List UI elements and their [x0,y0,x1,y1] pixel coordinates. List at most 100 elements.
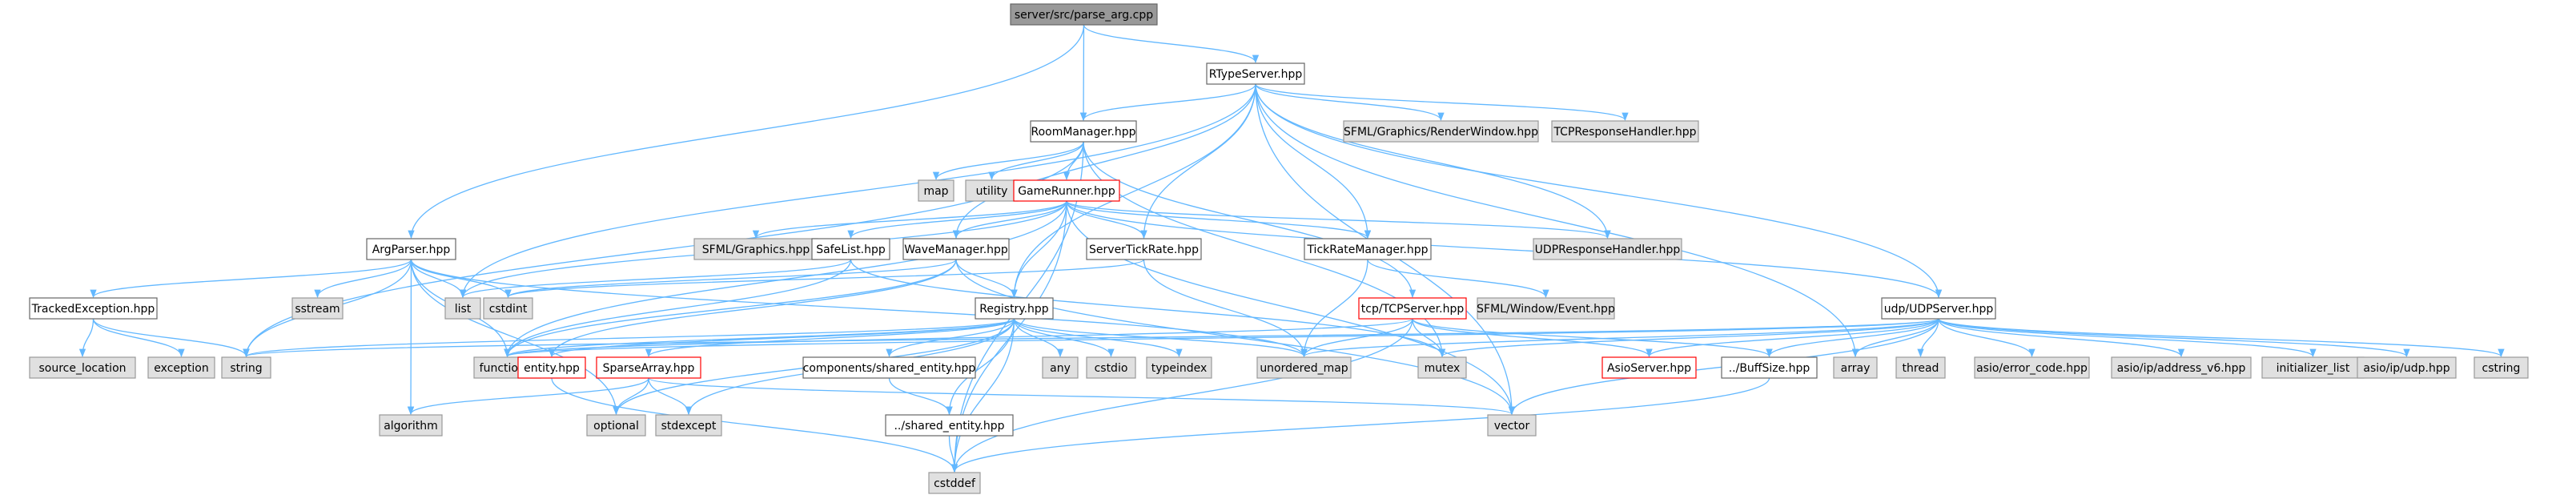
node-box [1551,120,1699,143]
node-list: list [444,297,481,320]
node-box [1833,356,1878,379]
edge-rtypeserver-to-udpresp [1255,83,1611,239]
edge-parse_arg-to-rtypeserver [1083,24,1260,64]
edge-safelist-to-list [460,259,852,299]
node-box [1042,356,1079,379]
node-label: asio/error_code.hpp [1976,362,2088,375]
node-box [586,414,646,437]
node-label: TCPResponseHandler.hpp [1553,126,1696,139]
edge-rtypeserver-to-registry [1011,83,1256,299]
edge-trackedexc-to-exception [92,318,185,358]
node-label: initializer_list [2277,362,2350,375]
node-rtypeserver[interactable]: RTypeServer.hpp [1206,62,1305,85]
node-parse-arg[interactable]: server/src/parse_arg.cpp [1010,3,1158,26]
edge-sparsearray-to-optional [613,377,649,416]
node-stdexcept: stdexcept [655,414,722,437]
edge-udpserver-to-array [1851,318,1939,358]
node-box [1146,356,1212,379]
edge-sparsearray-to-algorithm [407,377,649,416]
edge-registry-to-sparsearray [645,318,1015,358]
node-thread: thread [1895,356,1946,379]
node-box [29,356,136,379]
edge-argparser-to-optional [410,259,620,416]
node-sfml-graphics: SFML/Graphics.hpp [693,238,818,260]
node-optional: optional [586,414,646,437]
edge-argparser-to-algorithm [407,259,415,416]
node-wavemanager[interactable]: WaveManager.hpp [902,238,1010,260]
node-label: vector [1494,420,1530,433]
edge-registry-to-any [1013,318,1064,358]
node-registry[interactable]: Registry.hpp [975,297,1054,320]
edge-buffsize-to-cstddef [951,377,1770,473]
node-roommanager[interactable]: RoomManager.hpp [1030,120,1137,143]
node-sfml-rw: SFML/Graphics/RenderWindow.hpp [1343,120,1539,143]
node-label: RoomManager.hpp [1031,126,1135,139]
node-udpserver[interactable]: udp/UDPServer.hpp [1881,297,1996,320]
edge-wavemanager-to-registry [955,259,1018,299]
node-sparsearray[interactable]: SparseArray.hpp [596,356,701,379]
node-buffsize[interactable]: ../BuffSize.hpp [1721,356,1818,379]
node-gamerunner[interactable]: GameRunner.hpp [1013,179,1120,202]
node-asioserver[interactable]: AsioServer.hpp [1601,356,1697,379]
node-servertickrate[interactable]: ServerTickRate.hpp [1086,238,1202,260]
node-tickratemanager[interactable]: TickRateManager.hpp [1304,238,1432,260]
node-label: asio/ip/udp.hpp [2363,362,2449,375]
node-safelist[interactable]: SafeList.hpp [811,238,890,260]
node-unordered-map: unordered_map [1256,356,1352,379]
node-label: source_location [38,362,126,375]
node-argparser[interactable]: ArgParser.hpp [366,238,456,260]
edge-gamerunner-to-tickratemanager [1066,200,1372,239]
edge-gamerunner-to-wavemanager [952,200,1067,239]
node-entity[interactable]: entity.hpp [517,356,586,379]
node-label: exception [154,362,208,375]
node-shared-entity[interactable]: ../shared_entity.hpp [885,414,1014,437]
edge-wavemanager-to-entity [548,259,957,358]
node-box [596,356,701,379]
edge-roommanager-to-tcpserver [1083,141,1417,299]
edge-trackedexc-to-source_location [78,318,94,358]
node-box [902,238,1010,260]
node-box [965,179,1019,202]
node-box [928,472,981,494]
node-typeindex: typeindex [1146,356,1212,379]
node-asio-addr: asio/ip/address_v6.hpp [2111,356,2252,379]
edge-udpserver-to-asio_error [1938,318,2035,358]
node-box [1417,356,1467,379]
edge-safelist-to-functional [504,259,852,358]
edge-wavemanager-to-vector [955,259,1516,416]
edge-gamerunner-to-registry [1011,200,1067,299]
edge-wavemanager-to-cstdint [504,259,957,299]
node-box [2111,356,2252,379]
node-label: tcp/TCPServer.hpp [1361,303,1465,316]
node-box [1895,356,1946,379]
edge-argparser-to-sstream [314,259,412,299]
node-box [1013,179,1120,202]
node-label: unordered_map [1260,362,1348,375]
node-label: SafeList.hpp [816,243,886,256]
node-label: typeindex [1151,362,1208,375]
node-trackedexc[interactable]: TrackedException.hpp [29,297,158,320]
edge-entity-to-cstddef [551,377,958,473]
node-label: ArgParser.hpp [372,243,451,256]
edge-udpserver-to-unordered_map [1300,318,1939,358]
node-box [444,297,481,320]
node-tcpresp: TCPResponseHandler.hpp [1551,120,1699,143]
edge-wavemanager-to-functional [504,259,957,358]
node-label: optional [593,420,639,433]
edge-sparsearray-to-vector [648,377,1515,416]
node-box [221,356,271,379]
edge-comp_shared-to-shared_entity [888,377,953,416]
edges-layer [78,24,2505,473]
node-comp-shared[interactable]: components/shared_entity.hpp [802,356,976,379]
node-box [29,297,158,320]
node-label: sstream [295,303,340,316]
node-box [918,179,954,202]
node-box [693,238,818,260]
edge-trackedexc-to-string [92,318,250,358]
node-box [1304,238,1432,260]
edge-registry-to-shared_entity [946,318,1015,416]
node-box [1343,120,1539,143]
node-tcpserver[interactable]: tcp/TCPServer.hpp [1358,297,1467,320]
edge-udpserver-to-init_list [1938,318,2317,358]
edge-rtypeserver-to-udpserver [1255,83,1943,299]
